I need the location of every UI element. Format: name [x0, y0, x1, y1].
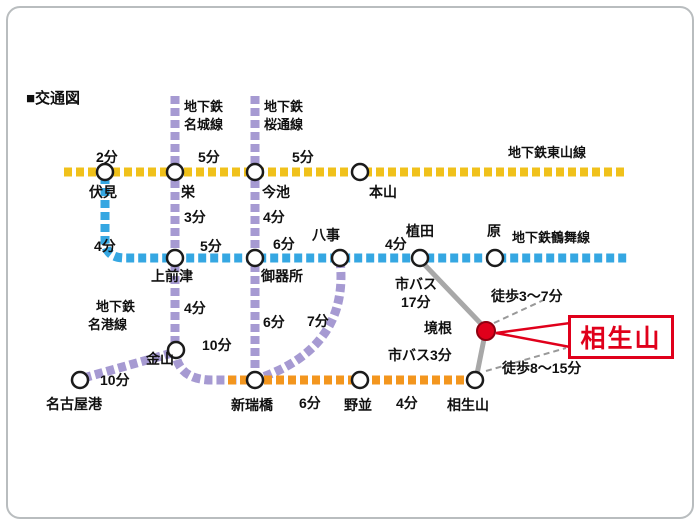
station-label-hara: 原 [487, 223, 501, 239]
station-marker-fushimi [95, 162, 115, 182]
time-imaike-motoyama: 5分 [292, 149, 314, 165]
time-sakae-imaike: 5分 [198, 149, 220, 165]
time-gokiso-yagoto: 6分 [273, 236, 295, 252]
station-marker-nagoyako [70, 370, 90, 390]
walk-time-from-aioiyama: 徒歩8〜15分 [502, 360, 582, 376]
map-title: ■交通図 [26, 90, 81, 107]
destination-pointer [495, 321, 572, 349]
time-aratamabashi-nonami: 6分 [299, 395, 321, 411]
walk-route-from-aioiyama-station [485, 347, 567, 372]
station-label-fushimi: 伏見 [89, 184, 117, 200]
station-label-yagoto: 八事 [312, 227, 340, 243]
meiko-line-label-1: 地下鉄 [96, 299, 136, 314]
station-marker-aioiyama [465, 370, 485, 390]
station-label-motoyama: 本山 [369, 184, 397, 200]
walk-time-from-sakaine: 徒歩3〜7分 [491, 288, 563, 304]
station-marker-hara [485, 248, 505, 268]
time-fushimi-kamimaezu: 4分 [94, 238, 116, 254]
station-label-nonami: 野並 [344, 397, 372, 413]
station-marker-nonami [350, 370, 370, 390]
time-yagoto-ueda: 4分 [385, 236, 407, 252]
station-marker-ueda [410, 248, 430, 268]
station-label-gokiso: 御器所 [261, 268, 303, 284]
bus-time-from-aioiyama: 市バス3分 [388, 347, 452, 363]
destination-label: 相生山 [580, 325, 662, 353]
meiko-line [78, 348, 174, 384]
meijo-line-label-1: 地下鉄 [184, 99, 224, 114]
station-marker-kanayama [166, 340, 186, 360]
time-gokiso-aratamabashi: 6分 [263, 314, 285, 330]
time-sakae-kamimaezu: 3分 [184, 209, 206, 225]
bus-time-from-ueda-2: 17分 [401, 294, 431, 310]
time-kamimaezu-gokiso: 5分 [200, 238, 222, 254]
sakuradori-line-label-2: 桜通線 [264, 117, 304, 132]
meijo-line [170, 96, 256, 385]
station-label-sakaine: 境根 [424, 320, 452, 336]
time-kamimaezu-kanayama: 4分 [184, 300, 206, 316]
tsurumai-line-label: 地下鉄鶴舞線 [512, 230, 591, 245]
station-label-kamimaezu: 上前津 [151, 268, 193, 284]
sakuradori-line-label-1: 地下鉄 [264, 99, 304, 114]
station-marker-gokiso [245, 248, 265, 268]
station-marker-imaike [245, 162, 265, 182]
station-label-sakae: 栄 [181, 184, 195, 200]
bus-time-from-ueda-1: 市バス [395, 276, 437, 292]
station-marker-kamimaezu [165, 248, 185, 268]
station-marker-sakae [165, 162, 185, 182]
meiko-line-label-2: 名港線 [88, 317, 128, 332]
meijo-line-label-2: 名城線 [184, 117, 224, 132]
station-label-nagoyako: 名古屋港 [46, 396, 102, 412]
destination-spot-marker [476, 321, 496, 341]
time-imaike-gokiso: 4分 [263, 209, 285, 225]
station-label-imaike: 今池 [262, 184, 290, 200]
higashiyama-line-label: 地下鉄東山線 [508, 145, 587, 160]
time-fushimi-sakae: 2分 [96, 149, 118, 165]
meijo-line-east-arc [255, 259, 346, 384]
station-marker-aratamabashi [245, 370, 265, 390]
time-yagoto-aratamabashi: 7分 [307, 313, 329, 329]
destination-box: 相生山 [568, 315, 674, 359]
station-marker-yagoto [330, 248, 350, 268]
tsurumai-line [100, 176, 628, 263]
time-kanayama-aratamabashi: 10分 [202, 337, 232, 353]
station-label-aratamabashi: 新瑞橋 [231, 397, 273, 413]
station-marker-motoyama [350, 162, 370, 182]
station-label-ueda: 植田 [406, 223, 434, 239]
time-nonami-aioiyama: 4分 [396, 395, 418, 411]
station-label-kanayama: 金山 [146, 351, 174, 367]
time-nagoyako-kanayama: 10分 [100, 372, 130, 388]
station-label-aioiyama: 相生山 [447, 397, 489, 413]
